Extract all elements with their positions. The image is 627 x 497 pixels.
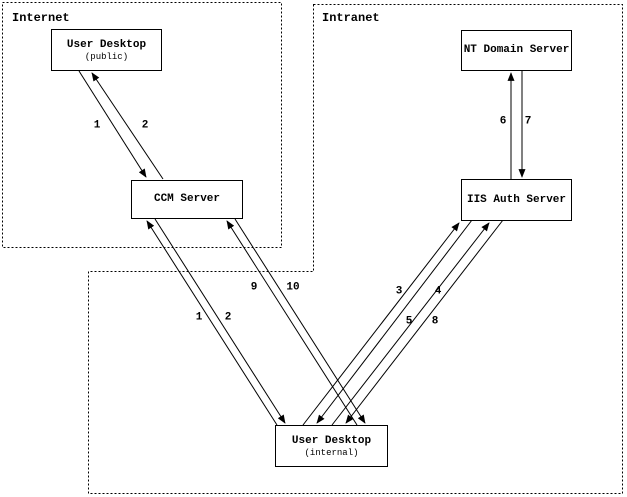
flow-label-1-public: 1 bbox=[93, 119, 101, 132]
flow-label-8: 8 bbox=[431, 315, 439, 328]
edge-10-ccm-to-internal-desktop bbox=[234, 218, 366, 424]
edge-2-ccm-to-internal-desktop bbox=[154, 218, 286, 424]
edge-1-internal-desktop-to-ccm bbox=[146, 220, 278, 426]
flow-label-2-internal: 2 bbox=[224, 311, 232, 324]
edge-8-iis-to-internal-desktop bbox=[345, 219, 504, 424]
node-subtitle: (public) bbox=[84, 51, 129, 62]
edge-4-iis-to-internal-desktop bbox=[316, 219, 473, 424]
flow-label-10: 10 bbox=[286, 281, 300, 294]
node-title: NT Domain Server bbox=[463, 44, 570, 56]
intranet-zone-border bbox=[88, 4, 623, 494]
flow-label-6: 6 bbox=[499, 115, 507, 128]
node-user-desktop-public: User Desktop (public) bbox=[51, 29, 162, 71]
edge-9-internal-desktop-to-ccm bbox=[226, 220, 358, 426]
flow-label-1-internal: 1 bbox=[195, 311, 203, 324]
node-title: User Desktop bbox=[66, 38, 147, 51]
intranet-zone-label: Intranet bbox=[322, 11, 380, 25]
edge-3-internal-desktop-to-iis bbox=[302, 222, 460, 426]
flow-label-5: 5 bbox=[405, 315, 413, 328]
node-user-desktop-internal: User Desktop (internal) bbox=[275, 425, 388, 467]
internet-zone-label: Internet bbox=[12, 11, 70, 25]
node-title: User Desktop bbox=[291, 434, 372, 447]
internet-zone-border bbox=[2, 2, 282, 248]
edge-5-internal-desktop-to-iis bbox=[331, 222, 490, 426]
node-iis-auth-server: IIS Auth Server bbox=[461, 179, 572, 221]
node-nt-domain-server: NT Domain Server bbox=[461, 30, 572, 71]
flow-label-3: 3 bbox=[395, 285, 403, 298]
flow-label-7: 7 bbox=[524, 115, 532, 128]
node-subtitle: (internal) bbox=[304, 447, 359, 458]
node-title: IIS Auth Server bbox=[466, 193, 567, 206]
edge-2-ccm-to-public-desktop bbox=[91, 72, 164, 180]
node-ccm-server: CCM Server bbox=[131, 180, 243, 219]
flow-label-4: 4 bbox=[434, 285, 442, 298]
edge-1-public-desktop-to-ccm bbox=[78, 70, 147, 178]
node-title: CCM Server bbox=[153, 193, 220, 205]
flow-label-2-public: 2 bbox=[141, 119, 149, 132]
flow-label-9: 9 bbox=[250, 281, 258, 294]
